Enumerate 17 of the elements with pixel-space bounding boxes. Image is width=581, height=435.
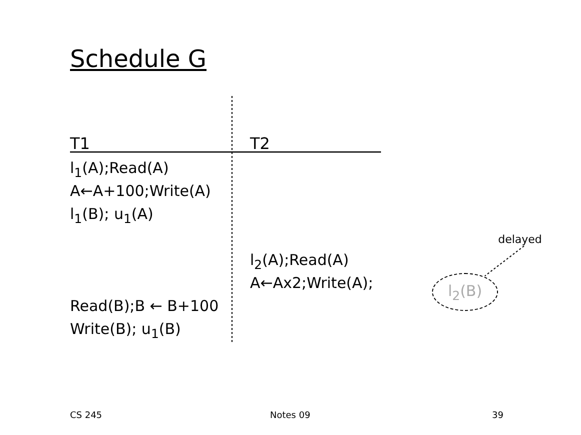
column-header: T2: [250, 135, 270, 153]
table-cell: l$_{2}$(A);Read(A): [250, 252, 349, 272]
table-cell: l$_{1}$(A);Read(A): [70, 160, 169, 180]
table-cell: A←A+100;Write(A): [70, 183, 211, 200]
column-header: T1: [70, 135, 90, 153]
lock-text: l$_{2}$(B): [448, 282, 482, 302]
page-number: 39: [492, 412, 504, 422]
slide-title: Schedule G: [70, 46, 207, 72]
footer-text: CS 245: [70, 412, 102, 422]
table-cell: Write(B); u$_{1}$(B): [70, 321, 181, 341]
dashed-ellipse: [432, 273, 498, 311]
table-cell: l$_{1}$(B); u$_{1}$(A): [70, 206, 154, 226]
footer-text: Notes 09: [270, 412, 310, 422]
table-cell: Read(B);B ← B+100: [70, 298, 219, 314]
table-cell: A←Ax2;Write(A);: [250, 275, 374, 292]
callout-text: delayed: [497, 232, 543, 246]
leader-line: [484, 246, 524, 276]
